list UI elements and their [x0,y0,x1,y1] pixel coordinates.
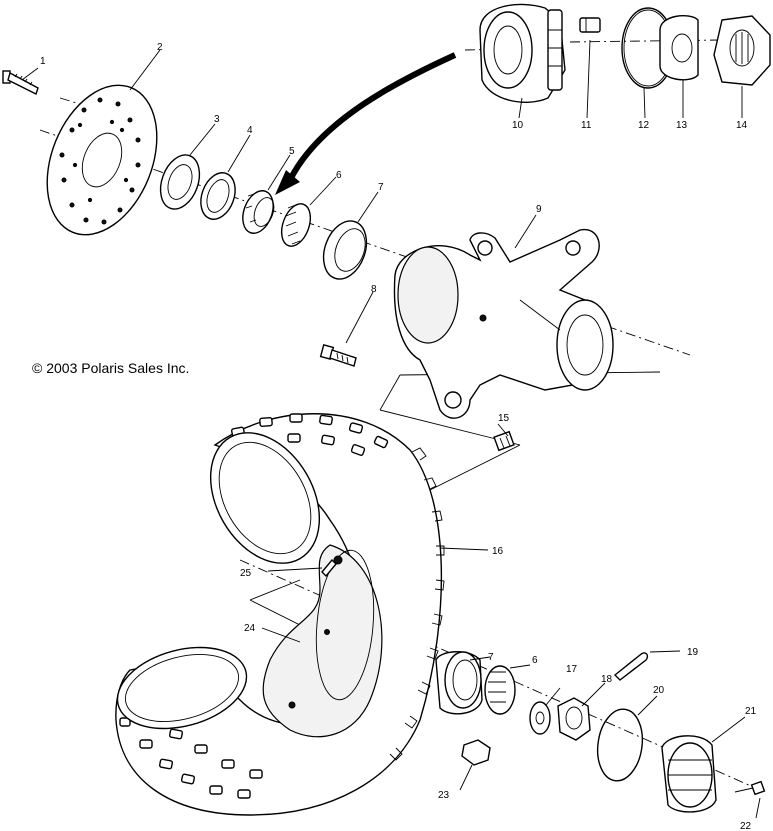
label-21: 21 [745,706,757,717]
label-25: 25 [240,568,252,579]
part-23-nut [459,739,491,791]
label-1: 1 [40,56,46,67]
part-7-bearing-cup [322,191,379,280]
part-17-washer [529,687,561,735]
label-5: 5 [289,146,295,157]
part-18-castle-nut [557,682,606,741]
part-11-stud [579,17,601,119]
part-9-hub-carrier [393,214,614,419]
label-8: 8 [371,284,377,295]
part-5-bearing-race [242,154,291,234]
label-4: 4 [247,125,253,136]
part-22-screw [734,780,766,819]
part-6-tapered-bearing [280,176,337,247]
label-20: 20 [653,685,665,696]
part-2-brake-disc [46,49,161,236]
label-6b: 6 [532,655,538,666]
part-24-leader [261,627,301,643]
label-9: 9 [536,204,542,215]
label-15: 15 [498,413,510,424]
part-15-grease-fitting [493,423,515,452]
label-7b: 7 [488,652,494,663]
part-20-o-ring [596,695,658,782]
label-16: 16 [492,546,504,557]
part-14-castle-nut [713,15,771,118]
label-7: 7 [378,182,384,193]
label-11: 11 [581,120,592,131]
part-25-valve [267,558,337,578]
label-14: 14 [736,120,748,131]
part-10-hub [479,3,566,119]
part-16-tire [115,413,489,816]
label-10: 10 [512,120,524,131]
part-19-cotter-pin [613,650,681,681]
label-19: 19 [687,647,699,658]
part-4-ring [200,134,251,220]
label-23: 23 [438,790,450,801]
label-6: 6 [336,170,342,181]
part-7b-bearing-cup [435,651,491,715]
label-18: 18 [601,674,613,685]
wheel-rim [262,544,383,738]
part-21-hub-cap [661,716,746,813]
label-13: 13 [676,120,688,131]
part-3-seal [159,123,216,210]
label-22: 22 [740,821,752,831]
part-13-washer [659,14,699,118]
part-labels: 1 2 3 4 5 6 7 8 9 10 11 12 13 14 15 16 2… [40,42,757,831]
label-24: 24 [244,623,256,634]
label-12: 12 [638,120,650,131]
copyright-notice: © 2003 Polaris Sales Inc. [32,360,189,376]
label-2: 2 [157,42,163,53]
label-17: 17 [566,664,578,675]
part-8-bolt [319,291,374,367]
part-1-bolt [2,67,39,95]
label-3: 3 [214,114,220,125]
assembly-arrow [275,52,457,195]
part-6b-tapered-bearing [484,664,531,715]
